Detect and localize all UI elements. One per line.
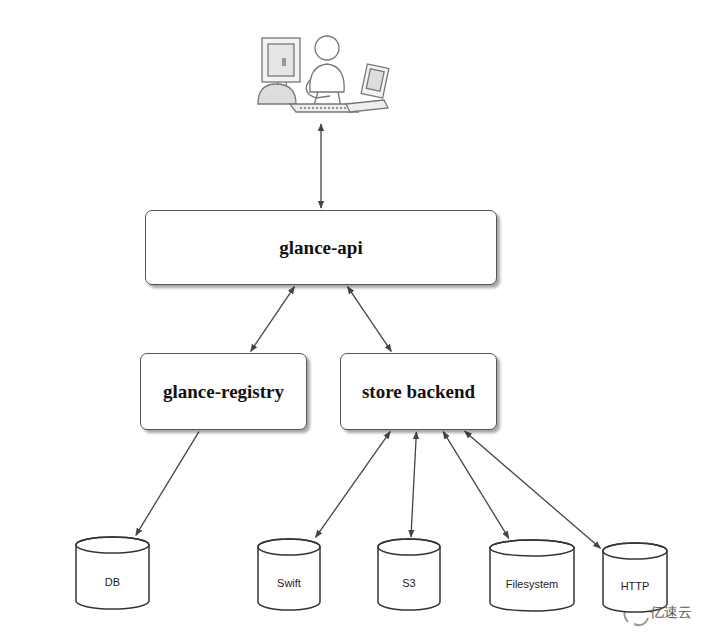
cylinder-outline	[257, 539, 321, 611]
storage-cylinder: S3	[377, 539, 441, 611]
connector-arrow	[348, 287, 392, 352]
registry-box: glance-registry	[140, 353, 307, 430]
storage-cylinder: HTTP	[602, 543, 668, 613]
cylinder-outline	[377, 539, 441, 611]
user-figure	[258, 36, 389, 112]
node-label: S3	[402, 561, 415, 589]
cylinder-outline	[75, 537, 150, 610]
connector-arrow	[465, 431, 601, 548]
connector-arrow	[443, 432, 509, 539]
cylinder-outline	[602, 543, 668, 613]
api-box: glance-api	[145, 210, 497, 285]
connector-arrow	[411, 432, 416, 537]
node-label: Filesystem	[506, 562, 559, 590]
storage-cylinder: Swift	[257, 539, 321, 611]
node-label: HTTP	[621, 564, 650, 592]
user-api-arrow	[320, 124, 321, 208]
connector-arrow	[251, 287, 295, 352]
watermark-text: 亿速云	[650, 604, 692, 622]
db-cylinder: DB	[75, 537, 150, 610]
storage-cylinder: Filesystem	[489, 540, 575, 612]
node-label: Swift	[277, 561, 301, 589]
connector-arrow	[136, 432, 199, 536]
connector-arrow	[316, 432, 391, 538]
node-label: glance-api	[279, 237, 362, 259]
node-label: glance-registry	[163, 381, 284, 403]
cylinder-outline	[489, 540, 575, 612]
store-box: store backend	[340, 353, 497, 430]
node-label: DB	[105, 560, 120, 588]
node-label: store backend	[362, 381, 475, 403]
